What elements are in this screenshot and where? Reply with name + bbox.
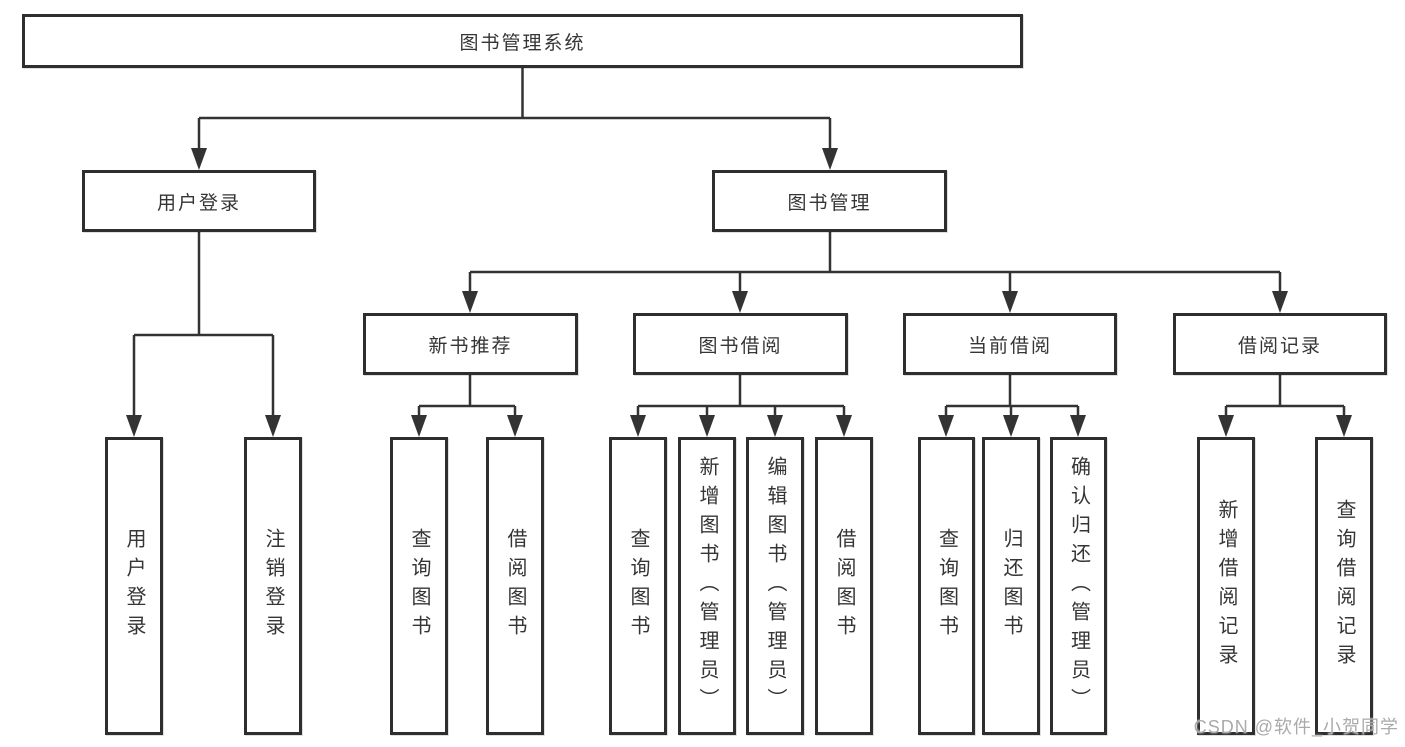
connector-records-to-leaves (1224, 375, 1346, 416)
connector-current-to-leaves (944, 375, 1080, 416)
connector-recommend-to-leaves (417, 375, 517, 416)
node-user-login: 用户登录 (82, 170, 316, 232)
connector-root-to-level2 (197, 68, 832, 149)
leaf-borrow-books-recommend-label: 借阅图书 (504, 528, 526, 644)
connector-user-login-to-leaves (132, 232, 275, 416)
leaf-query-books-recommend-label: 查询图书 (408, 528, 430, 644)
leaf-confirm-return-admin-label: 确认归还（管理员） (1067, 455, 1090, 717)
node-book-borrow: 图书借阅 (633, 313, 848, 375)
node-user-login-label: 用户登录 (156, 192, 241, 214)
connector-book-mgmt-to-level3 (468, 232, 1282, 292)
node-current-borrow-label: 当前借阅 (967, 335, 1052, 357)
leaf-query-borrow-record-label: 查询借阅记录 (1333, 499, 1355, 673)
node-new-book-recommend-label: 新书推荐 (428, 335, 513, 357)
leaf-borrow-books-recommend: 借阅图书 (486, 437, 544, 735)
leaf-add-book-admin-label: 新增图书（管理员） (696, 455, 718, 717)
leaf-add-borrow-record-label: 新增借阅记录 (1215, 499, 1237, 673)
node-book-management: 图书管理 (712, 170, 947, 232)
node-borrow-records-label: 借阅记录 (1237, 335, 1322, 357)
node-current-borrow: 当前借阅 (903, 313, 1117, 375)
node-book-borrow-label: 图书借阅 (698, 335, 783, 357)
leaf-query-books-borrow: 查询图书 (609, 437, 667, 735)
leaf-logout: 注销登录 (244, 437, 302, 735)
leaf-query-books-current-label: 查询图书 (935, 528, 958, 644)
leaf-add-book-admin: 新增图书（管理员） (678, 437, 736, 735)
node-book-management-label: 图书管理 (787, 192, 872, 214)
node-root: 图书管理系统 (22, 14, 1023, 68)
csdn-watermark: CSDN @软件_小贺同学 (1193, 717, 1399, 737)
leaf-query-books-borrow-label: 查询图书 (627, 528, 649, 644)
leaf-edit-book-admin: 编辑图书（管理员） (746, 437, 804, 735)
leaf-logout-label: 注销登录 (262, 528, 284, 644)
leaf-edit-book-admin-label: 编辑图书（管理员） (764, 455, 786, 717)
leaf-borrow-books-label: 借阅图书 (833, 528, 855, 644)
leaf-borrow-books: 借阅图书 (815, 437, 873, 735)
leaf-query-borrow-record: 查询借阅记录 (1315, 437, 1373, 735)
leaf-add-borrow-record: 新增借阅记录 (1197, 437, 1255, 735)
connector-borrow-to-leaves (636, 375, 846, 416)
leaf-query-books-recommend: 查询图书 (390, 437, 448, 735)
leaf-return-book-label: 归还图书 (1000, 528, 1022, 644)
leaf-user-login: 用户登录 (105, 437, 163, 735)
node-root-label: 图书管理系统 (459, 32, 586, 54)
leaf-query-books-current: 查询图书 (918, 437, 975, 735)
leaf-user-login-label: 用户登录 (123, 528, 145, 644)
node-new-book-recommend: 新书推荐 (363, 313, 578, 375)
node-borrow-records: 借阅记录 (1173, 313, 1387, 375)
leaf-confirm-return-admin: 确认归还（管理员） (1050, 437, 1107, 735)
leaf-return-book: 归还图书 (982, 437, 1040, 735)
